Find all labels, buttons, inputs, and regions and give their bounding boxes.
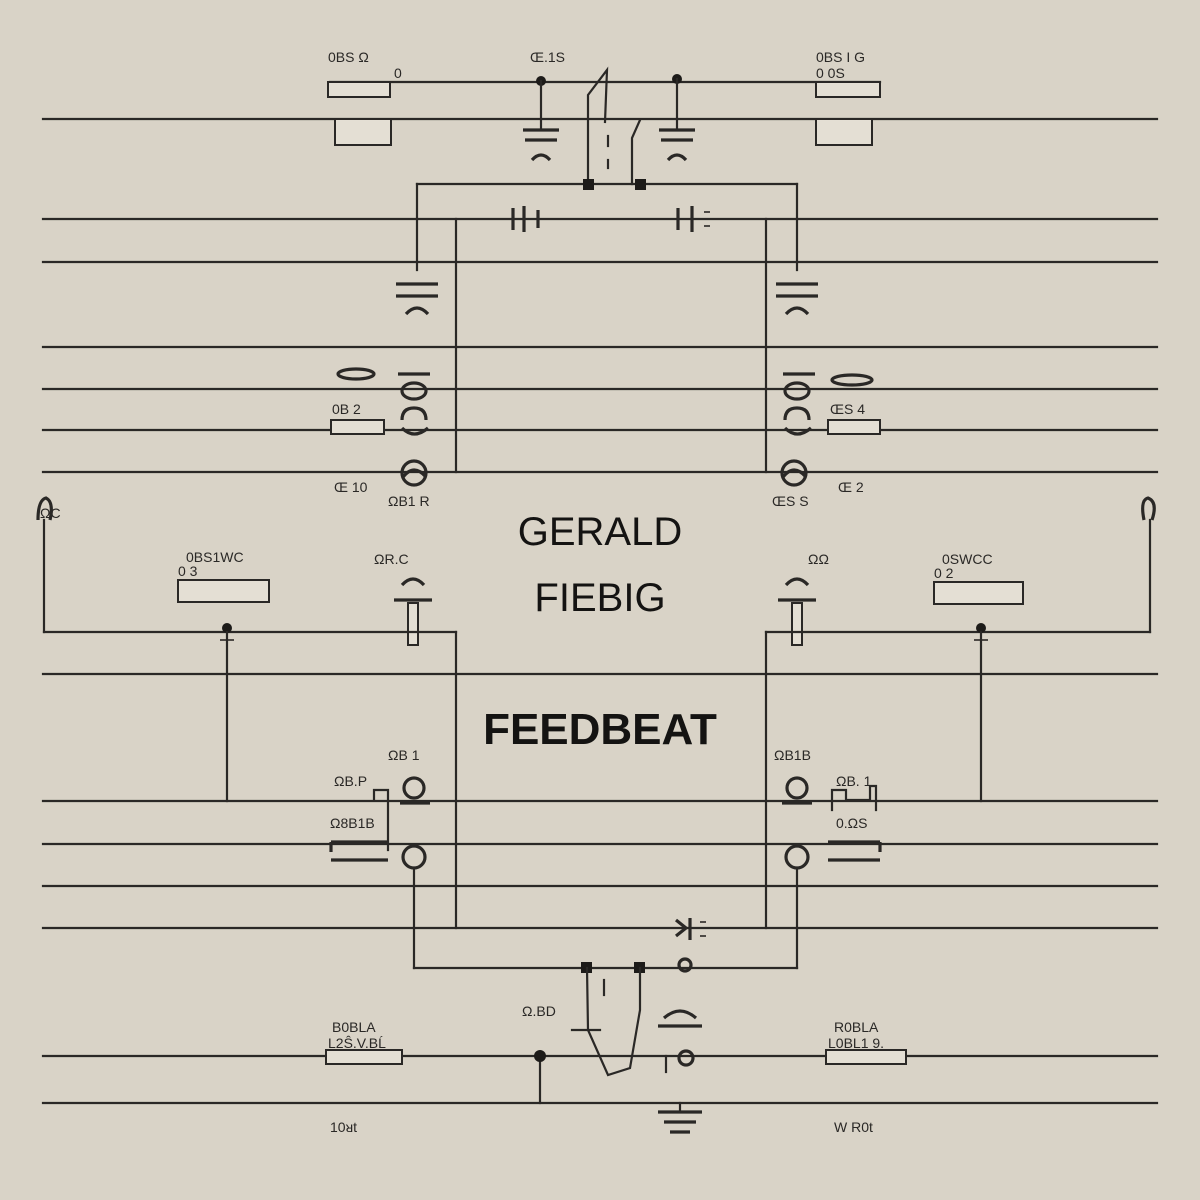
artist-name-line2: FIEBIG: [534, 576, 666, 620]
lower-left-components: [329, 776, 430, 970]
label-right-low-c: 0.ΩS: [836, 815, 867, 831]
label-right-mid-c: ŒS S: [772, 493, 809, 509]
middle-right-components: [780, 372, 881, 487]
label-left-box-pins: 0 3: [178, 563, 198, 579]
label-top-center: Œ.1S: [530, 49, 565, 65]
label-right-mid-b: Œ 2: [838, 479, 864, 495]
top-section: [327, 66, 882, 474]
label-left-box: 0BS1WC: [186, 549, 244, 565]
outer-right-branch: [764, 496, 1156, 930]
schematic-labels: 0BS Ω 0 Œ.1S 0BS I G 0 0S 0B 2 Œ 10 ΩB1 …: [40, 49, 993, 1135]
label-bottom-left-box: B0BLA: [332, 1019, 376, 1035]
label-bottom-left-foot: 10ᴚt: [330, 1119, 357, 1135]
lower-right-components: [782, 776, 882, 970]
label-bottom-left-val: L2Ŝ.V.BĹ: [328, 1035, 386, 1051]
label-bottom-right-foot: W R0t: [834, 1119, 873, 1135]
label-left-outer: ΩC: [40, 505, 61, 521]
label-right-low-b: ΩB. 1: [836, 773, 872, 789]
label-left-low-a: ΩB 1: [388, 747, 420, 763]
label-top-left-pins: 0: [394, 65, 402, 81]
label-top-right: 0BS I G: [816, 49, 865, 65]
label-right-low-a: ΩB1B: [774, 747, 811, 763]
label-bottom-right-val: L0BL1 9.: [828, 1035, 884, 1051]
label-left-low-b: ΩB.P: [334, 773, 367, 789]
label-right-box: 0SWCC: [942, 551, 993, 567]
album-title: FEEDBEAT: [483, 705, 717, 754]
artist-name-line1: GERALD: [517, 510, 683, 554]
outer-left-branch: [36, 496, 458, 930]
label-top-left: 0BS Ω: [328, 49, 369, 65]
label-left-low-c: Ω8B1B: [330, 815, 375, 831]
label-bottom-right-box: R0BLA: [834, 1019, 879, 1035]
label-left-cap: ΩR.C: [374, 551, 409, 567]
label-right-box-pins: 0 2: [934, 565, 954, 581]
label-top-right-pins: 0 0S: [816, 65, 845, 81]
label-right-mid-a: ŒS 4: [830, 401, 865, 417]
label-bottom-center: Ω.BD: [522, 1003, 556, 1019]
label-left-mid-c: ΩB1 R: [388, 493, 430, 509]
label-left-mid-b: Œ 10: [334, 479, 368, 495]
bottom-section: [325, 918, 907, 1134]
label-left-mid-a: 0B 2: [332, 401, 361, 417]
label-right-cap: ΩΩ: [808, 551, 829, 567]
middle-left-components: [330, 367, 430, 487]
